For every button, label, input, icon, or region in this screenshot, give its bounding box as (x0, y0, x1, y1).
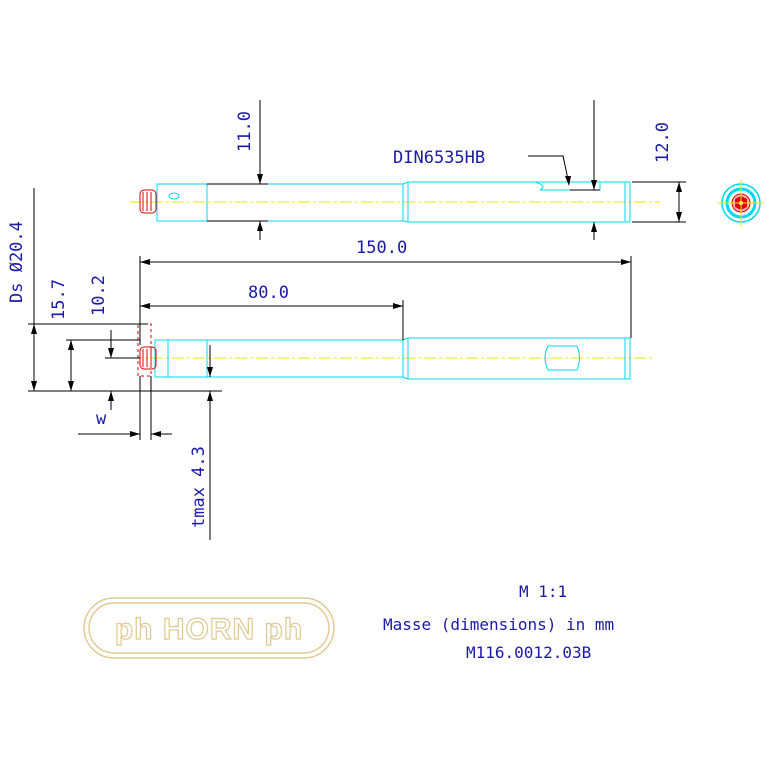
dim-150-arrow-left (140, 259, 150, 265)
dim-ds-arrow-top (31, 324, 37, 334)
top-insert (139, 189, 157, 214)
drawing-number: M116.0012.03B (466, 643, 591, 662)
dim-12-label: 12.0 (653, 122, 673, 163)
dim-12-arrow-bottom (676, 212, 682, 222)
bottom-view: 150.0 80.0 Ds Ø20.4 15.7 10.2 (7, 188, 652, 540)
logo-text: ph HORN ph (115, 613, 303, 646)
dim-w-label: w (96, 409, 107, 429)
dim-150-label: 150.0 (356, 238, 407, 258)
dim-tmax-arrow-top (207, 367, 213, 377)
bottom-shank (407, 337, 631, 380)
dim-10-arrow-bottom (108, 391, 114, 401)
bottom-step-2 (402, 376, 409, 380)
top-view: 11.0 DIN6535HB 12.0 (130, 100, 764, 240)
din-leader (528, 155, 570, 185)
din-arrow-top (591, 180, 597, 190)
dim-15-arrow-bottom (68, 381, 74, 391)
top-flat (534, 181, 601, 191)
dim-ds-label: Ds Ø20.4 (7, 221, 27, 303)
horn-logo: ph HORN ph (83, 597, 335, 659)
top-hole (168, 192, 180, 200)
units-label: Masse (dimensions) in mm (383, 615, 614, 634)
logo-outer-outline (83, 597, 335, 659)
dim-tmax-label: tmax 4.3 (189, 446, 209, 528)
dim-15-arrow-top (68, 340, 74, 350)
dim-11-label: 11.0 (235, 111, 255, 152)
bottom-step (402, 337, 409, 341)
dim-80-arrow-left (140, 303, 150, 309)
din-arrow-bottom (591, 222, 597, 232)
top-step-2 (402, 220, 409, 223)
dim-tmax-arrow-bottom (207, 391, 213, 401)
logo-inner-outline (88, 602, 330, 654)
dim-80-label: 80.0 (248, 283, 289, 303)
dim-w-arrow-left (130, 431, 140, 437)
end-view (718, 180, 764, 226)
info-block: M 1:1 Masse (dimensions) in mm M116.0012… (383, 582, 614, 662)
scale-label: M 1:1 (519, 582, 567, 601)
dim-10-arrow-top (108, 348, 114, 358)
dim-w-arrow-right (151, 431, 161, 437)
dim-12-arrow-top (676, 182, 682, 192)
din-label: DIN6535HB (393, 148, 485, 168)
top-body-left (156, 183, 208, 222)
dim-15-label: 15.7 (49, 279, 69, 320)
top-shank (407, 181, 631, 223)
dim-10-label: 10.2 (89, 275, 109, 316)
top-step (402, 181, 409, 185)
dim-11-arrow-bottom (257, 221, 263, 231)
dim-150-arrow-right (621, 259, 631, 265)
top-body-main (207, 183, 404, 222)
dim-80-arrow-right (393, 303, 403, 309)
bottom-flat-slot (544, 345, 580, 371)
dim-11-arrow-top (257, 174, 263, 184)
dim-ds-arrow-bottom (31, 381, 37, 391)
din-leader-arrow (565, 176, 571, 186)
